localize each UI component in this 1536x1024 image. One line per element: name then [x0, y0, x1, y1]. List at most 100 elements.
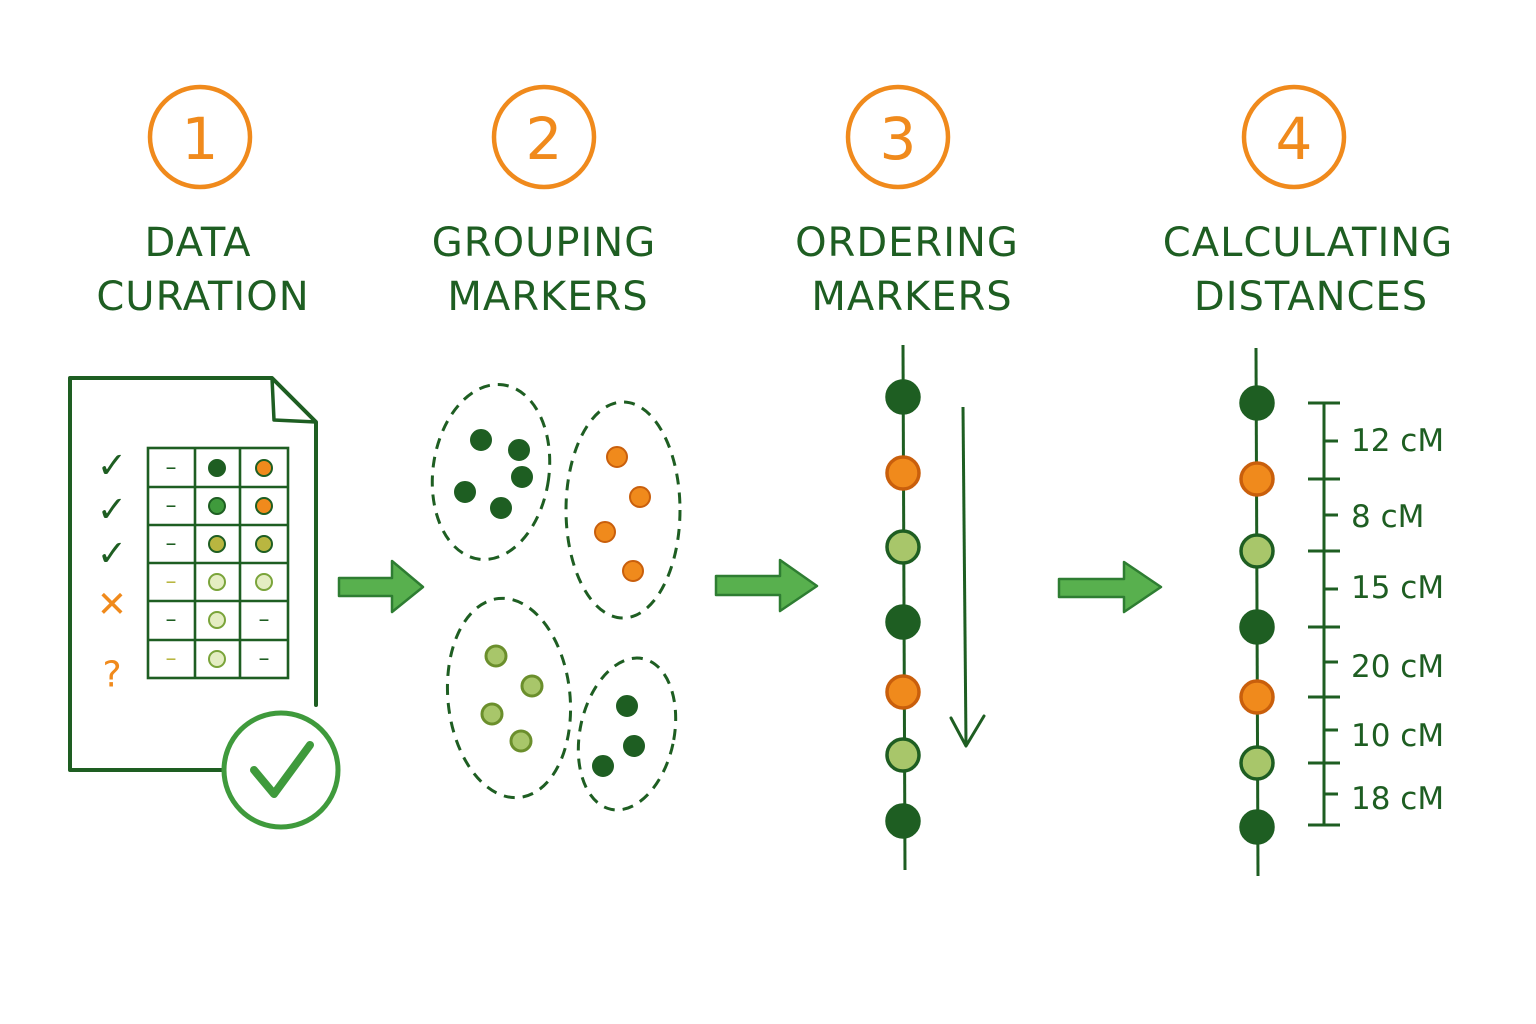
- ordering-marker-5: [885, 674, 921, 710]
- distance-marker-2: [1239, 461, 1275, 497]
- distance-markers: [1239, 385, 1275, 845]
- distance-labels: 12 cM 8 cM 15 cM 20 cM 10 cM 18 cM: [1351, 423, 1444, 817]
- cluster-3-marker-3: [480, 702, 504, 726]
- check-circle-icon: [221, 710, 341, 830]
- step-3-title-line2: MARKERS: [811, 274, 1012, 320]
- ordering-marker-2: [885, 455, 921, 491]
- table-cell-r5-c3: –: [259, 608, 270, 633]
- table-cell-r3-c3: [255, 535, 273, 553]
- marker-clusters: [430, 382, 682, 812]
- status-check-icon-3: ✓: [97, 534, 127, 575]
- distance-ruler: [1308, 401, 1340, 827]
- table-cell-r2-c1: –: [166, 494, 177, 519]
- table-cell-r5-c2: [208, 611, 226, 629]
- ordering-marker-7: [885, 803, 921, 839]
- status-check-icon-1: ✓: [97, 446, 127, 487]
- step-2: 2 GROUPING MARKERS: [430, 84, 682, 812]
- table-cell-r3-c2: [208, 535, 226, 553]
- step-4-title-line2: DISTANCES: [1194, 274, 1428, 320]
- distance-label-6: 18 cM: [1351, 781, 1444, 817]
- table-cell-r2-c2: [208, 497, 226, 515]
- step-3-number: 3: [880, 105, 917, 173]
- cluster-2-boundary: [564, 400, 682, 620]
- ruler-ticks: [1308, 401, 1340, 827]
- cluster-3-marker-1: [484, 644, 508, 668]
- ordering-markers: [885, 379, 921, 839]
- table-cells: ––––––––: [166, 456, 273, 672]
- step-1: 1 DATA CURATION ✓ ✓ ✓ ✕ ?: [68, 84, 341, 830]
- step-1-title-line1: DATA: [144, 220, 251, 266]
- ordering-marker-6: [885, 737, 921, 773]
- cluster-1: [430, 382, 552, 562]
- distance-marker-7: [1239, 809, 1275, 845]
- step-3: 3 ORDERING MARKERS: [795, 84, 1019, 871]
- cluster-1-boundary: [430, 382, 552, 562]
- cluster-3-marker-4: [509, 729, 533, 753]
- ordering-marker-1: [885, 379, 921, 415]
- distance-label-5: 10 cM: [1351, 718, 1444, 754]
- cluster-4-marker-3: [592, 755, 614, 777]
- step-4-number: 4: [1276, 105, 1313, 173]
- step-1-title-line2: CURATION: [96, 274, 309, 320]
- cluster-2-marker-4: [622, 560, 644, 582]
- status-column: ✓ ✓ ✓ ✕ ?: [97, 446, 127, 696]
- arrow-down-icon: [949, 406, 986, 748]
- table-cell-r5-c1: –: [166, 608, 177, 633]
- cluster-1-marker-2: [508, 439, 530, 461]
- step-3-title-line1: ORDERING: [795, 220, 1019, 266]
- distance-label-1: 12 cM: [1351, 423, 1444, 459]
- table-cell-r1-c1: –: [166, 456, 177, 481]
- distance-marker-1: [1239, 385, 1275, 421]
- table-cell-r2-c3: [255, 497, 273, 515]
- status-check-icon-2: ✓: [97, 490, 127, 531]
- cluster-1-marker-4: [490, 497, 512, 519]
- table-cell-r4-c1: –: [166, 570, 177, 595]
- ordering-marker-3: [885, 529, 921, 565]
- step-2-title-line1: GROUPING: [432, 220, 656, 266]
- cluster-2-marker-2: [629, 486, 651, 508]
- cluster-4: [576, 656, 678, 812]
- table-cell-r4-c2: [208, 573, 226, 591]
- table-cell-r1-c3: [255, 459, 273, 477]
- arrow-right-icon-1: [337, 559, 425, 614]
- distance-marker-4: [1239, 609, 1275, 645]
- step-4: 4 CALCULATING DISTANCES 12 cM 8 cM 15 cM…: [1163, 84, 1452, 877]
- cluster-1-marker-1: [470, 429, 492, 451]
- distance-marker-5: [1239, 679, 1275, 715]
- step-1-number-circle: [147, 84, 253, 190]
- table-cell-r1-c2: [208, 459, 226, 477]
- cluster-4-boundary: [576, 656, 678, 812]
- cluster-1-marker-3: [454, 481, 476, 503]
- step-4-number-circle: [1241, 84, 1347, 190]
- step-1-number: 1: [182, 105, 219, 173]
- cluster-4-marker-2: [623, 735, 645, 757]
- distance-marker-6: [1239, 745, 1275, 781]
- table-cell-r6-c2: [208, 650, 226, 668]
- document-outline: [68, 376, 318, 772]
- table-cell-r3-c1: –: [166, 532, 177, 557]
- cluster-1-marker-5: [511, 466, 533, 488]
- document-fold-corner: [270, 377, 317, 424]
- distance-label-4: 20 cM: [1351, 649, 1444, 685]
- status-question-icon: ?: [102, 655, 121, 696]
- marker-data-table: [146, 446, 290, 680]
- step-3-number-circle: [845, 84, 951, 190]
- cluster-2: [564, 400, 682, 620]
- cluster-3: [445, 596, 573, 800]
- status-cross-icon: ✕: [97, 585, 127, 626]
- step-2-title-line2: MARKERS: [447, 274, 648, 320]
- step-2-number: 2: [526, 105, 563, 173]
- distance-label-3: 15 cM: [1351, 570, 1444, 606]
- table-cell-r4-c3: [255, 573, 273, 591]
- table-cell-r6-c3: –: [259, 647, 270, 672]
- cluster-4-marker-1: [616, 695, 638, 717]
- distance-marker-3: [1239, 533, 1275, 569]
- cluster-2-marker-3: [594, 521, 616, 543]
- cluster-3-boundary: [445, 596, 573, 800]
- cluster-2-marker-1: [606, 446, 628, 468]
- cluster-3-marker-2: [520, 674, 544, 698]
- step-2-number-circle: [491, 84, 597, 190]
- data-sheet-document: ✓ ✓ ✓ ✕ ? ––––––––: [68, 376, 318, 772]
- arrow-right-icon-3: [1057, 560, 1163, 614]
